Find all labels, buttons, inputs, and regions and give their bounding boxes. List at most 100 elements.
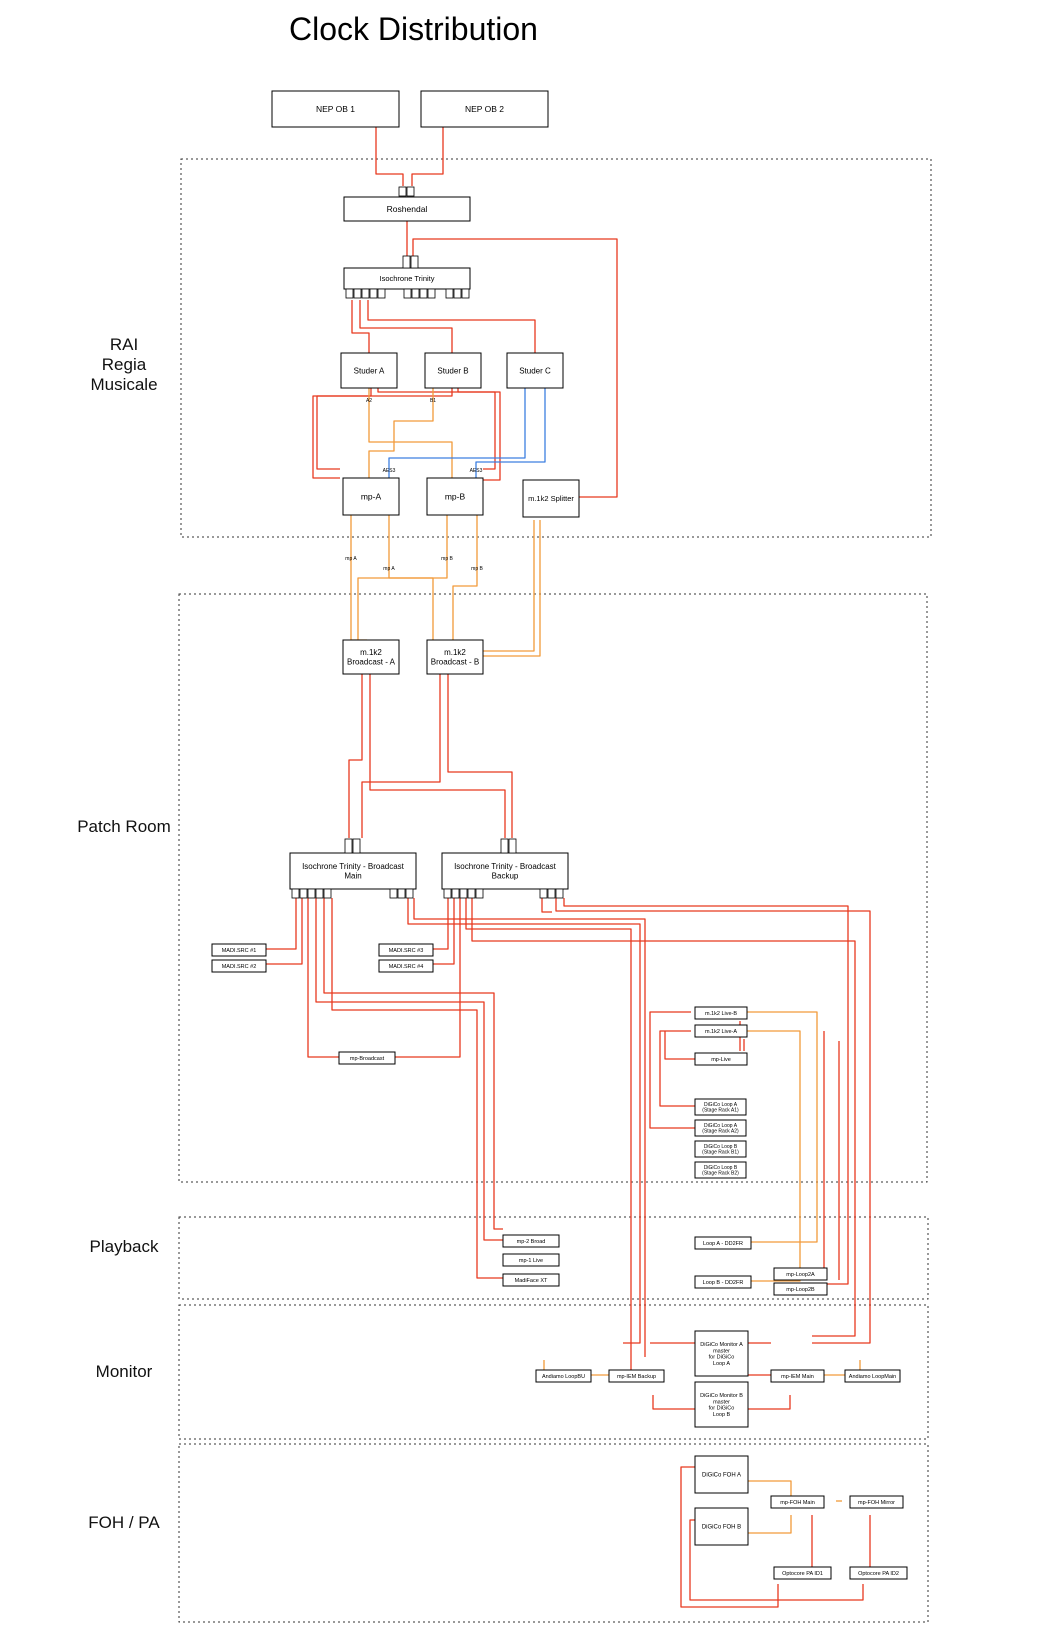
device-loopBDD-box [694,1275,752,1289]
clock-link-wire [482,520,541,657]
device-isoMain-label: Isochrone Trinity - Broadcast [302,862,405,871]
zone-foh-label: FOH / PA [88,1513,160,1532]
link-label-mpB2: mp B [471,566,483,572]
clock-link-wire [465,898,645,1377]
link-label-aes3a: AES3 [383,468,396,474]
device-loopB2-label: DiGiCo Loop B [704,1165,738,1171]
zone-monitor-label: Monitor [96,1362,153,1381]
clock-link-wire [375,127,404,186]
clock-link-wire [377,388,496,470]
device-liveA-label: m.1k2 Live-A [705,1029,737,1035]
clock-link-wire [475,388,546,478]
clock-link-wire [369,674,506,838]
iso-port [461,288,470,299]
clock-link-wire [471,898,856,1337]
device-mpB: mp-B [426,477,484,516]
clock-link-wire [689,1519,864,1601]
iso-port [445,288,454,299]
device-mpLive-box [694,1052,748,1066]
clock-link-wire [457,388,501,481]
device-studerB-box [424,352,482,389]
device-madi3-box [378,943,434,957]
device-mpLive: mp-Live [694,1052,748,1066]
zone-rai-boundary [180,158,932,538]
zone-rai-label: RAI [110,335,138,354]
device-loopA2-label: (Stage Rack A2) [702,1129,739,1135]
device-studerA: Studer A [340,352,398,389]
device-opto1: Optocore PA ID1 [773,1566,832,1580]
device-iso: Isochrone Trinity [343,267,471,290]
device-mpLoop2B-box [773,1282,828,1296]
device-madi2: MADI.SRC #2 [211,959,267,973]
device-monB-label: for DiGiCo [709,1406,735,1412]
device-studerC: Studer C [506,352,564,389]
device-madi3: MADI.SRC #3 [378,943,434,957]
iso-main-port [405,888,414,899]
iso-port [353,288,362,299]
device-mp2Broad: mp-2 Broad [502,1234,560,1248]
clock-link-wire [315,898,503,1241]
iso-port [403,288,412,299]
clock-link-wire [368,388,395,478]
device-madi2-label: MADI.SRC #2 [222,964,257,970]
device-loopB1: DiGiCo Loop B(Stage Rack B1) [694,1140,747,1158]
device-mp1Live-label: mp-1 Live [519,1258,543,1264]
device-loopA2-box [694,1119,747,1137]
clock-link-wire [747,1011,818,1243]
device-monB-label: Loop B [713,1412,731,1418]
device-madi4-box [378,959,434,973]
iso-main-port [307,888,316,899]
device-nep2-label: NEP OB 2 [465,104,504,114]
clock-link-wire [649,1011,695,1129]
iso-backup-port [459,888,468,899]
device-madi3-label: MADI.SRC #3 [389,948,424,954]
clock-link-wire [412,238,618,498]
device-fohA-label: DiGiCo FOH A [702,1473,741,1479]
iso-input-port [402,255,411,269]
device-isoMain-label: Main [344,871,361,880]
iso-port [453,288,462,299]
device-mpBroadcast-label: mp-Broadcast [350,1056,385,1062]
device-mpFohMain: mp-FOH Main [770,1495,825,1509]
device-loopB2-label: (Stage Rack B2) [702,1171,739,1177]
device-mpIemMain-box [770,1369,825,1383]
device-isoBackup-box [441,852,569,890]
clock-link-wire [452,515,478,640]
device-bcB-label: Broadcast - B [431,657,479,666]
zone-patch-label: Patch Room [77,817,171,836]
device-studerC-label: Studer C [519,366,551,375]
clock-link-wire [800,1031,825,1270]
device-splitter: m.1k2 Splitter [522,479,580,518]
clock-link-wire [680,1466,779,1608]
device-opto1-label: Optocore PA ID1 [782,1571,823,1577]
clock-link-wire [447,674,513,838]
device-fohB: DiGiCo FOH B [694,1507,749,1546]
device-madiface-label: MadiFace XT [515,1278,548,1284]
device-mpFohMain-label: mp-FOH Main [780,1500,815,1506]
device-bcB-box [426,639,484,675]
device-mpFohMain-box [770,1495,825,1509]
clock-link-wire [744,1515,792,1534]
device-nep1: NEP OB 1 [271,90,400,128]
device-mpIemMain-label: mp-IEM Main [781,1374,814,1380]
device-loopA1: DiGiCo Loop A(Stage Rack A1) [694,1098,747,1116]
clock-link-wire [482,520,535,652]
iso-backup-port [443,888,452,899]
device-mpIemBackup: mp-IEM Backup [608,1369,665,1383]
clock-link-wire [563,898,849,1285]
clock-link-wire [331,898,503,1279]
device-nep2-box [420,90,549,128]
device-mp2Broad-box [502,1234,560,1248]
device-loopA1-label: (Stage Rack A1) [702,1108,739,1114]
link-label-mpB1: mp B [441,556,453,562]
device-monA-label: DiGiCo Monitor A [700,1342,743,1348]
iso-backup-port [475,888,484,899]
device-roshendal-box [343,196,471,222]
device-andLoopBU: Andiamo LoopBU [535,1369,592,1383]
device-madiface: MadiFace XT [502,1273,560,1287]
device-mpA: mp-A [342,477,400,516]
device-mpFohMirror-box [849,1495,904,1509]
